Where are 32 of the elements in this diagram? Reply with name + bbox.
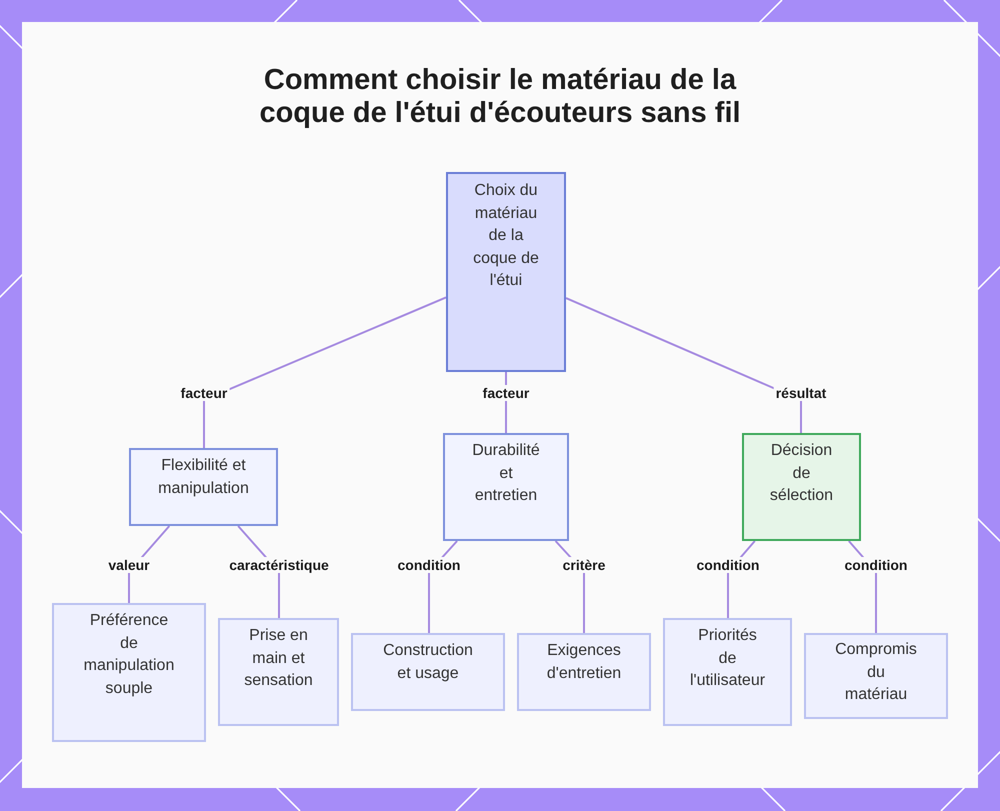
detail-box: [351, 633, 505, 711]
detail-box: [804, 633, 948, 719]
edge-label: caractéristique: [227, 557, 331, 573]
detail-box: [52, 603, 206, 742]
factor-box: [443, 433, 569, 541]
detail-box: [218, 618, 339, 726]
node-text: Priorités de l'utilisateur: [688, 626, 766, 691]
node-text: Flexibilité et manipulation: [157, 456, 250, 498]
root-box: [446, 172, 566, 372]
detail-box: [663, 618, 792, 726]
diagram-title: Comment choisir le matériau de la coque de l'étui d'écouteurs sans fil: [258, 64, 742, 129]
edge-label: facteur: [178, 385, 230, 401]
edge-label: facteur: [480, 385, 532, 401]
node-text: Exigences d'entretien: [546, 641, 622, 684]
node-text: Choix du matériau de la coque de l'étui: [472, 181, 540, 291]
detail-box: [517, 633, 651, 711]
connector-line: [203, 296, 446, 448]
edge-label: critère: [560, 557, 608, 573]
node-text: Compromis du matériau: [834, 640, 918, 705]
edge-label: résultat: [774, 385, 828, 401]
node-text: Durabilité et entretien: [471, 441, 541, 506]
edge-label: condition: [396, 557, 462, 573]
connector-line: [566, 297, 802, 433]
result-box: [742, 433, 861, 541]
edge-label: valeur: [106, 557, 152, 573]
node-text: Construction et usage: [382, 641, 474, 684]
edge-label: condition: [842, 557, 910, 573]
factor-box: [129, 448, 278, 526]
node-text: Prise en main et sensation: [243, 626, 314, 691]
node-text: Décision de sélection: [768, 441, 834, 506]
edge-label: condition: [694, 557, 762, 573]
node-text: Préférence de manipulation souple: [82, 611, 176, 698]
